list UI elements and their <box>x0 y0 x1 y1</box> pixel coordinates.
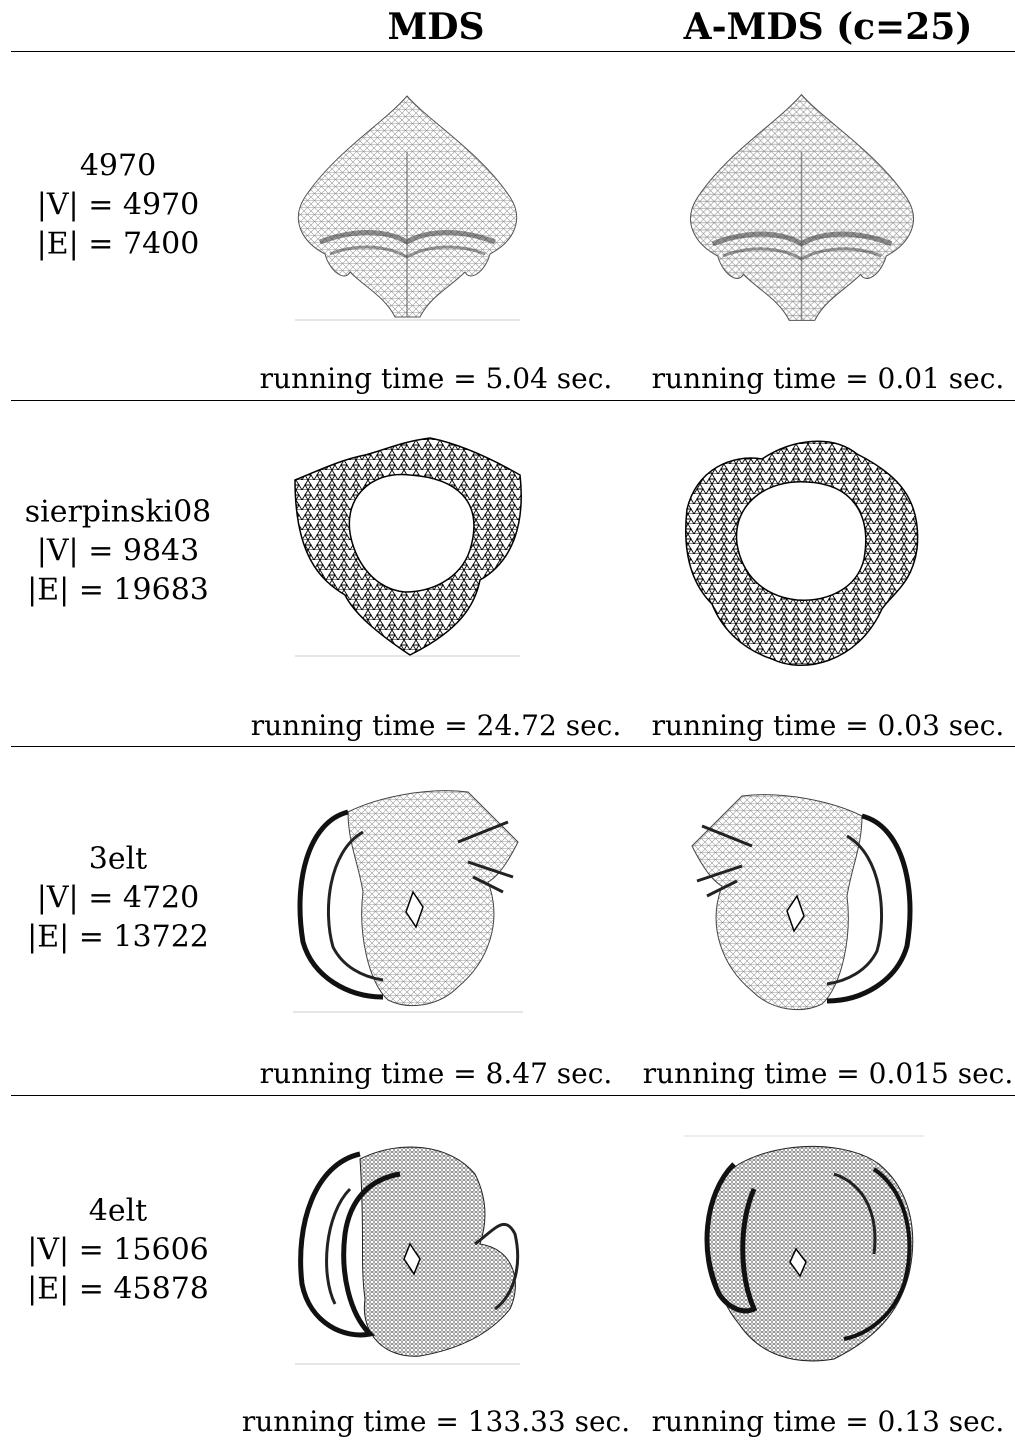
header-rule <box>11 51 1015 52</box>
amds-runtime-4elt: running time = 0.13 sec. <box>652 1405 1005 1438</box>
amds-drawing-sierpinski08 <box>682 434 922 672</box>
graph-label-4970: 4970 |V| = 4970 |E| = 7400 <box>0 147 236 264</box>
amds-runtime-sierpinski08: running time = 0.03 sec. <box>652 709 1005 742</box>
row-rule <box>11 400 1015 401</box>
graph-name: 4970 <box>0 147 236 186</box>
mds-drawing-4970 <box>290 92 525 322</box>
graph-label-3elt: 3elt |V| = 4720 |E| = 13722 <box>0 840 236 957</box>
graph-name: 4elt <box>0 1192 236 1231</box>
graph-name: 3elt <box>0 840 236 879</box>
mds-drawing-4elt <box>290 1134 525 1366</box>
graph-name: sierpinski08 <box>0 493 236 532</box>
vertex-count: |V| = 15606 <box>0 1231 236 1270</box>
mds-runtime-4970: running time = 5.04 sec. <box>260 362 613 395</box>
edge-count: |E| = 7400 <box>0 225 236 264</box>
mds-runtime-sierpinski08: running time = 24.72 sec. <box>251 709 621 742</box>
row-rule <box>11 1095 1015 1096</box>
edge-count: |E| = 13722 <box>0 918 236 957</box>
amds-drawing-4970 <box>682 88 922 328</box>
edge-count: |E| = 45878 <box>0 1270 236 1309</box>
edge-count: |E| = 19683 <box>0 571 236 610</box>
mds-runtime-4elt: running time = 133.33 sec. <box>242 1405 630 1438</box>
row-rule <box>11 746 1015 747</box>
vertex-count: |V| = 9843 <box>0 532 236 571</box>
mds-drawing-sierpinski08 <box>290 430 525 658</box>
amds-runtime-3elt: running time = 0.015 sec. <box>643 1057 1013 1090</box>
graph-label-4elt: 4elt |V| = 15606 |E| = 45878 <box>0 1192 236 1309</box>
mds-column-header: MDS <box>387 6 484 48</box>
graph-label-sierpinski08: sierpinski08 |V| = 9843 |E| = 19683 <box>0 493 236 610</box>
amds-runtime-4970: running time = 0.01 sec. <box>652 362 1005 395</box>
mds-runtime-3elt: running time = 8.47 sec. <box>260 1057 613 1090</box>
amds-drawing-3elt <box>682 784 922 1020</box>
amds-column-header: A-MDS (c=25) <box>684 6 973 48</box>
amds-drawing-4elt <box>684 1134 924 1370</box>
vertex-count: |V| = 4970 <box>0 186 236 225</box>
vertex-count: |V| = 4720 <box>0 879 236 918</box>
mds-drawing-3elt <box>288 782 528 1014</box>
